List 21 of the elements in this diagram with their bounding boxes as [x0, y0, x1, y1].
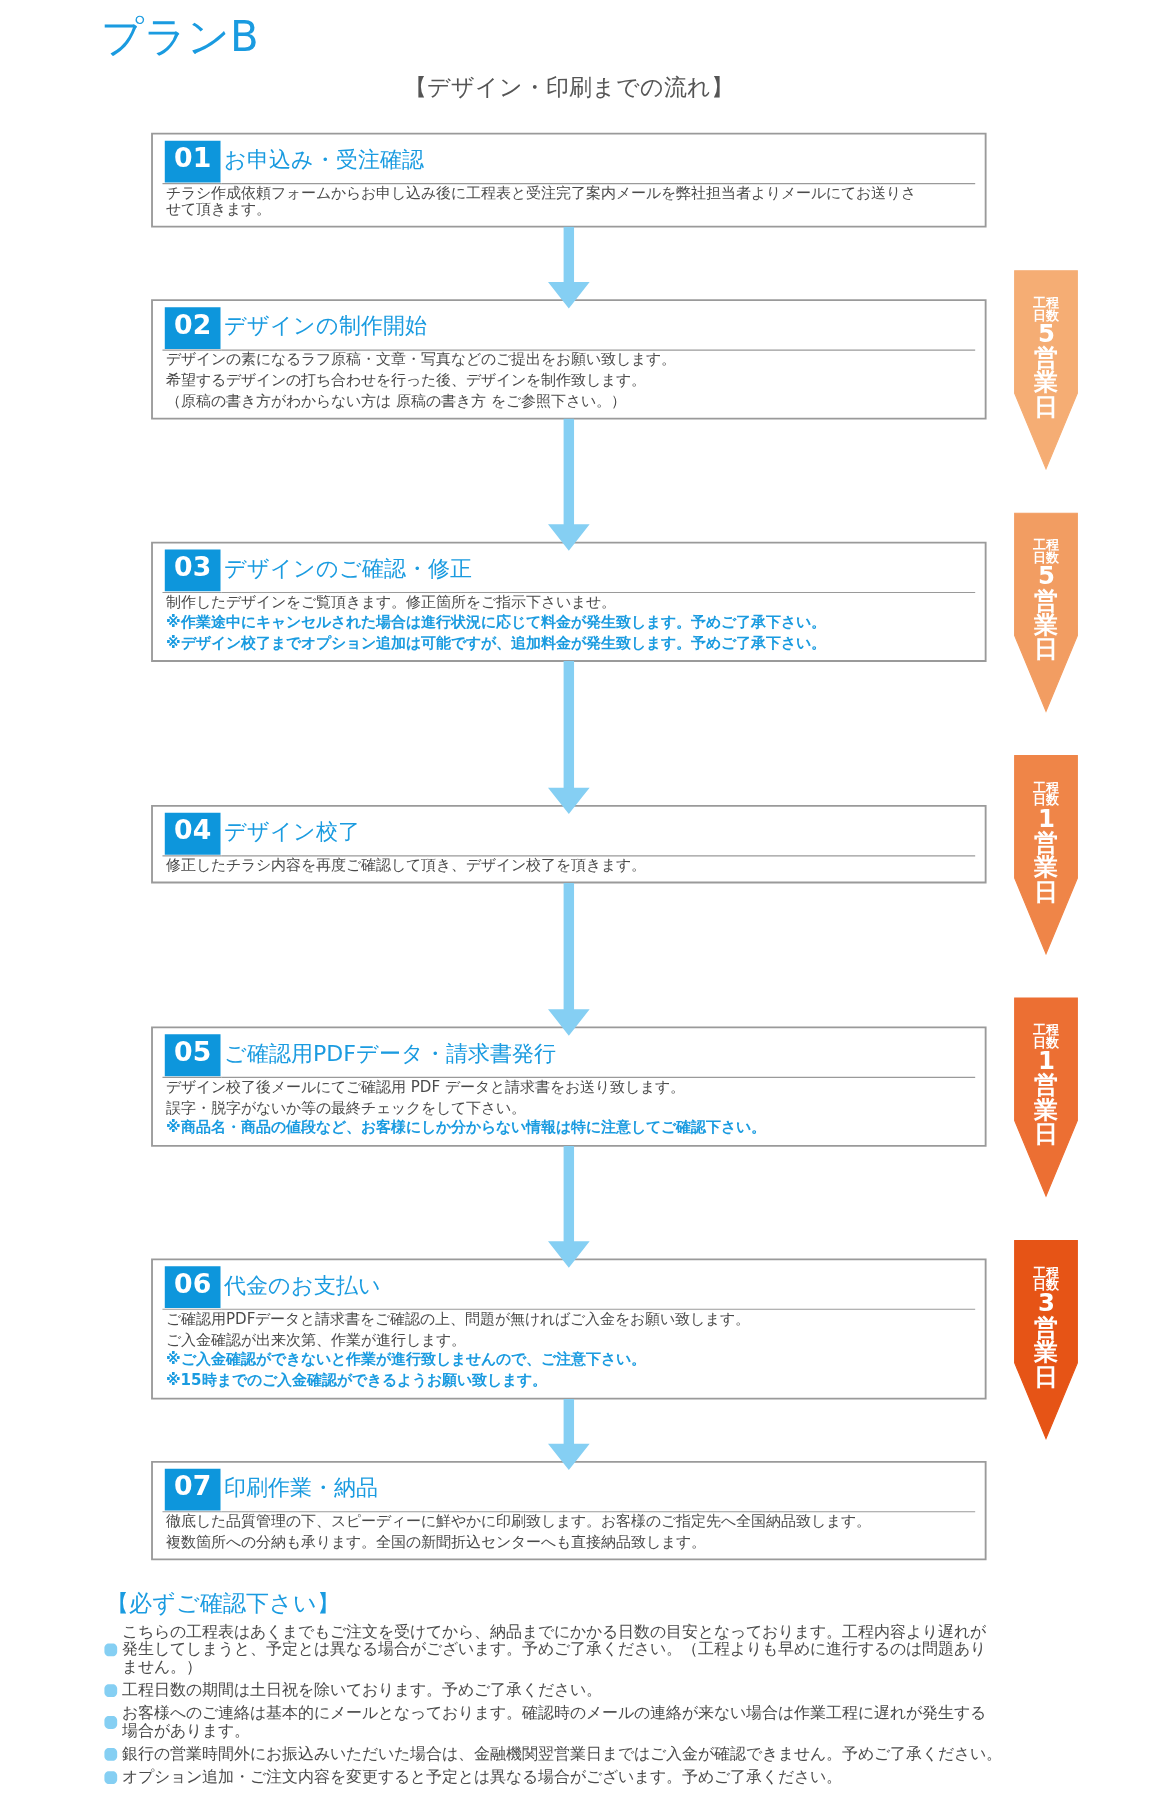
label: 工程日数の期間は土日祝を除いております。予めご了承ください。	[121, 1679, 602, 1699]
node-box: 03 デザインのご確認・修正 制作したデザインをご覧頂きます。修正箇所をご指示下さいませ。 ※作業途中にキャンセルされた場合は進行状況に応じて料金が発生致します。予めご了承下さい。 ※デザイン校了までオプション追加は可能ですが、追加料金が発生致します。予めご了承下さい。	[150, 541, 987, 662]
node-box: 05 ご確認用PDFデータ・請求書発行 デザイン校了後メールにてご確認用 PDF データと請求書をお送り致します。 誤字・脱字がないか等の最終チェックをして下さい。 ※商品名・商品の値段など、お客様にしか分からない情報は特に注意してご確認下さい。	[150, 1026, 987, 1147]
diagram-title: プランB	[100, 12, 259, 62]
node-box: 06 代金のお支払い ご確認用PDFデータと請求書をご確認の上、問題が無ければご入金をお願い致します。 ご入金確認が出来次第、作業が進行します。 ※ご入金確認ができないと作業が進行致しませんので、ご注意下さい。 ※15時までのご入金確認ができるようお願い致します。	[150, 1258, 987, 1400]
label: こちらの工程表はあくまでもご注文を受けてから、納品までにかかる日数の目安となっております。工程内容より遅れが発生してしまうと、予定とは異なる場合がございます。予めご了承ください。（工程よりも早めに進行するのは問題ありません。）	[121, 1621, 986, 1676]
arrow	[547, 418, 590, 551]
arrow	[547, 1145, 590, 1268]
arrow	[547, 661, 590, 815]
arrow	[547, 882, 590, 1036]
node-box: 02 デザインの制作開始 デザインの素になるラフ原稿・文章・写真などのご提出をお願い致します。 希望するデザインの打ち合わせを行った後、デザインを制作致します。 （原稿の書き方がわからない方は 原稿の書き方 をご参照下さい。）	[150, 299, 987, 420]
arrow	[547, 1399, 590, 1471]
label: 【必ずご確認下さい】	[105, 1589, 340, 1617]
label: オプション追加・ご注文内容を変更すると予定とは異なる場合がございます。予めご了承ください。	[121, 1766, 842, 1786]
node-box: 07 印刷作業・納品 徹底した品質管理の下、スピーディーに鮮やかに印刷致します。お客様のご指定先へ全国納品致します。 複数箇所への分納も承ります。全国の新聞折込センターへも直接納品致します。	[150, 1460, 987, 1561]
node-box: 01 お申込み・受注確認 チラシ作成依頼フォームからお申し込み後に工程表と受注完了案内メールを弊社担当者よりメールにてお送りさせて頂きます。	[150, 132, 987, 228]
label: お客様へのご連絡は基本的にメールとなっております。確認時のメールの連絡が来ない場合は作業工程に遅れが発生する場合があります。	[121, 1703, 986, 1740]
label: 【デザイン・印刷までの流れ】	[403, 73, 734, 101]
label: 銀行の営業時間外にお振込みいただいた場合は、金融機関翌営業日まではご入金が確認できません。予めご了承ください。	[121, 1743, 1002, 1763]
arrow	[547, 226, 590, 309]
node-box: 04 デザイン校了 修正したチラシ内容を再度ご確認して頂き、デザイン校了を頂きます。	[150, 804, 987, 884]
